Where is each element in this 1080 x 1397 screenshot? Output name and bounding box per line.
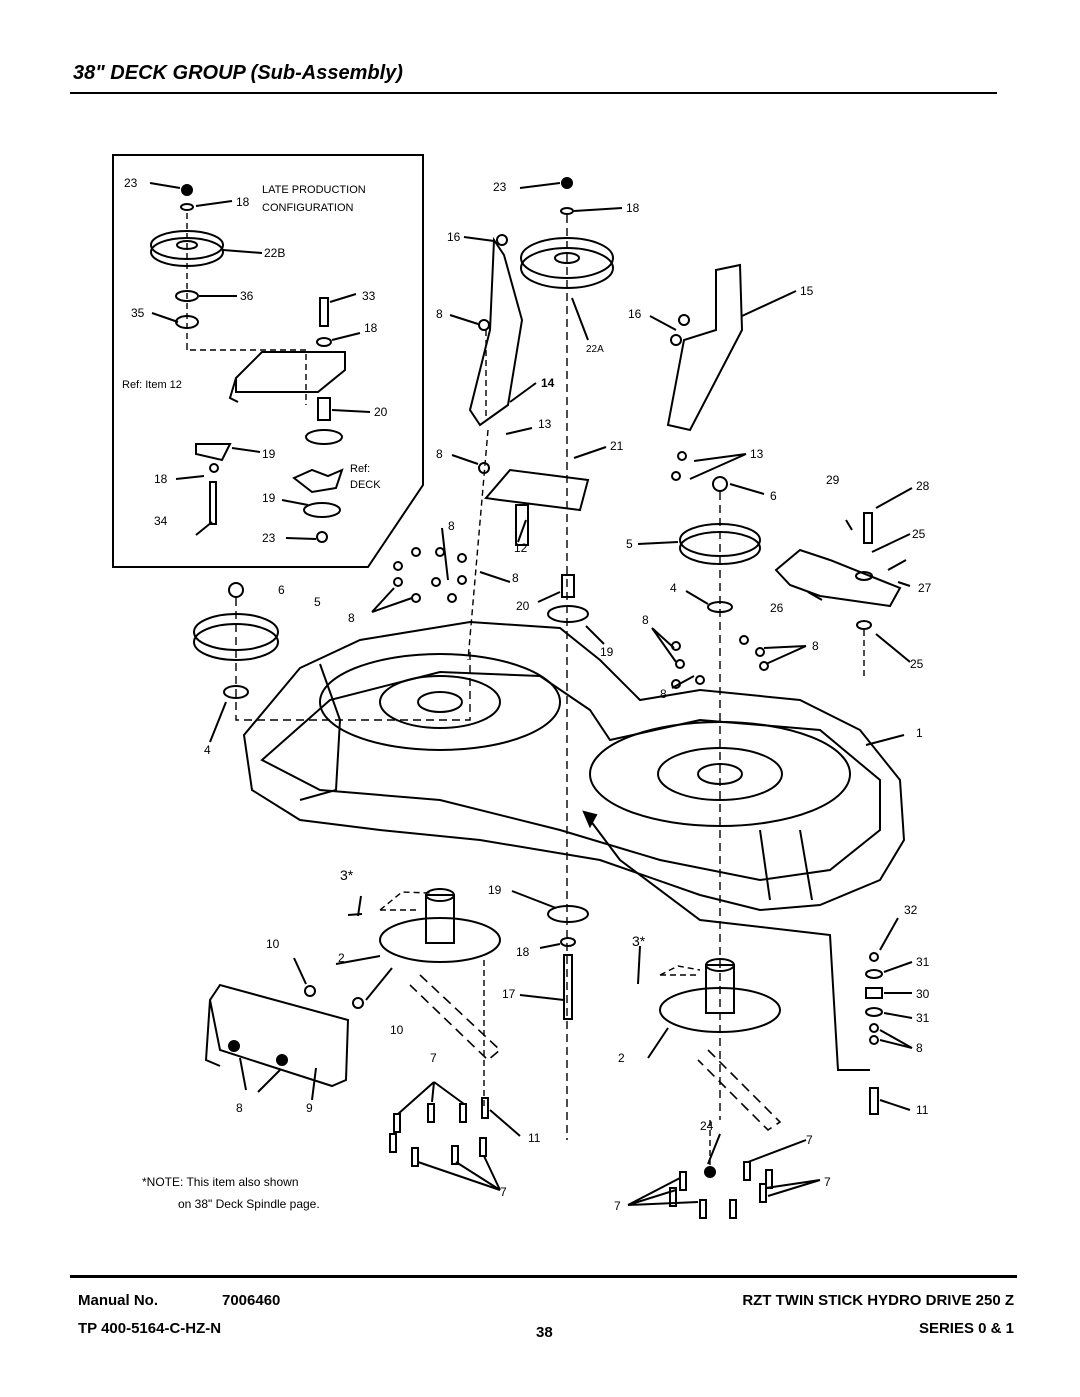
callout-13: 13 [750, 447, 764, 461]
manual-number: 7006460 [222, 1292, 281, 1309]
callout-34: 34 [154, 514, 168, 528]
callout-5: 5 [314, 595, 321, 609]
callout-25: 25 [910, 657, 924, 671]
callout-19: 19 [600, 645, 614, 659]
callout-1: 1 [916, 726, 923, 740]
callout-32: 32 [904, 903, 918, 917]
callout-4: 4 [670, 581, 677, 595]
callout-8: 8 [660, 687, 667, 701]
callout-20: 20 [374, 405, 388, 419]
callout-22b: 22B [264, 246, 285, 260]
callout-14: 14 [541, 376, 555, 390]
callout-11: 11 [528, 1131, 541, 1145]
page-title: 38" DECK GROUP (Sub-Assembly) [73, 62, 403, 84]
callout-25: 25 [912, 527, 926, 541]
callout-26: 26 [770, 601, 784, 615]
callout-7: 7 [500, 1185, 507, 1199]
callout-7: 7 [430, 1051, 437, 1065]
callout-2: 2 [338, 951, 345, 965]
callout-10: 10 [390, 1023, 404, 1037]
callout-15: 15 [800, 284, 814, 298]
callout-18: 18 [236, 195, 250, 209]
callout-11: 11 [916, 1103, 929, 1117]
callout-31: 31 [916, 955, 930, 969]
ref-deck-label: Ref: [350, 463, 370, 475]
callout-23: 23 [124, 176, 138, 190]
header-rule [70, 92, 997, 94]
callout-16: 16 [447, 230, 461, 244]
callout-16: 16 [628, 307, 642, 321]
callout-22a: 22A [586, 344, 604, 355]
callout-8: 8 [916, 1041, 923, 1055]
callout-30: 30 [916, 987, 930, 1001]
inset-title-line1: LATE PRODUCTION [262, 184, 366, 196]
callout-2: 2 [618, 1051, 625, 1065]
tp-number: TP 400-5164-C-HZ-N [78, 1320, 222, 1337]
inset-frame [112, 154, 424, 568]
callout-7: 7 [614, 1199, 621, 1213]
callout-28: 28 [916, 479, 930, 493]
callout-19: 19 [488, 883, 502, 897]
callout-8: 8 [448, 519, 455, 533]
series-label: SERIES 0 & 1 [918, 1320, 1014, 1337]
manual-label: Manual No. [78, 1292, 159, 1309]
callout-12: 12 [514, 541, 528, 555]
callout-18: 18 [154, 472, 168, 486]
callout-8: 8 [348, 611, 355, 625]
callout-19: 19 [262, 491, 276, 505]
callout-8: 8 [642, 613, 649, 627]
callout-23: 23 [493, 180, 507, 194]
callout-8: 8 [436, 307, 443, 321]
callout-18: 18 [364, 321, 378, 335]
ref-deck-label: DECK [350, 479, 381, 491]
callout-18: 18 [516, 945, 530, 959]
callout-19: 19 [262, 447, 276, 461]
callout-8: 8 [512, 571, 519, 585]
callout-5: 5 [626, 537, 633, 551]
footer-rule [70, 1275, 1017, 1278]
callout-7: 7 [824, 1175, 831, 1189]
callout-33: 33 [362, 289, 376, 303]
product-name: RZT TWIN STICK HYDRO DRIVE 250 Z [742, 1292, 1014, 1309]
inset-title-line2: CONFIGURATION [262, 202, 354, 214]
callout-7: 7 [806, 1133, 813, 1147]
note-line1: *NOTE: This item also shown [142, 1175, 299, 1189]
callout-8: 8 [436, 447, 443, 461]
page-number: 38 [536, 1324, 553, 1341]
callout-3-star: 3* [340, 867, 354, 883]
ref-item-label: Ref: Item 12 [122, 379, 182, 391]
callout-20: 20 [516, 599, 530, 613]
callout-6: 6 [770, 489, 777, 503]
callout-36: 36 [240, 289, 254, 303]
deck-housing [242, 620, 906, 912]
note-line2: on 38" Deck Spindle page. [178, 1197, 320, 1211]
callout-4: 4 [204, 743, 211, 757]
callout-8: 8 [236, 1101, 243, 1115]
callout-35: 35 [131, 306, 145, 320]
callout-27: 27 [918, 581, 932, 595]
callout-24: 24 [700, 1119, 714, 1133]
callout-9: 9 [306, 1101, 313, 1115]
callout-17: 17 [502, 987, 516, 1001]
callout-23: 23 [262, 531, 276, 545]
callout-6: 6 [278, 583, 285, 597]
callout-8: 8 [812, 639, 819, 653]
callout-13: 13 [538, 417, 552, 431]
callout-10: 10 [266, 937, 280, 951]
callout-31: 31 [916, 1011, 930, 1025]
callout-21: 21 [610, 439, 624, 453]
callout-3-star: 3* [632, 933, 646, 949]
callout-18: 18 [626, 201, 640, 215]
callout-29: 29 [826, 473, 840, 487]
